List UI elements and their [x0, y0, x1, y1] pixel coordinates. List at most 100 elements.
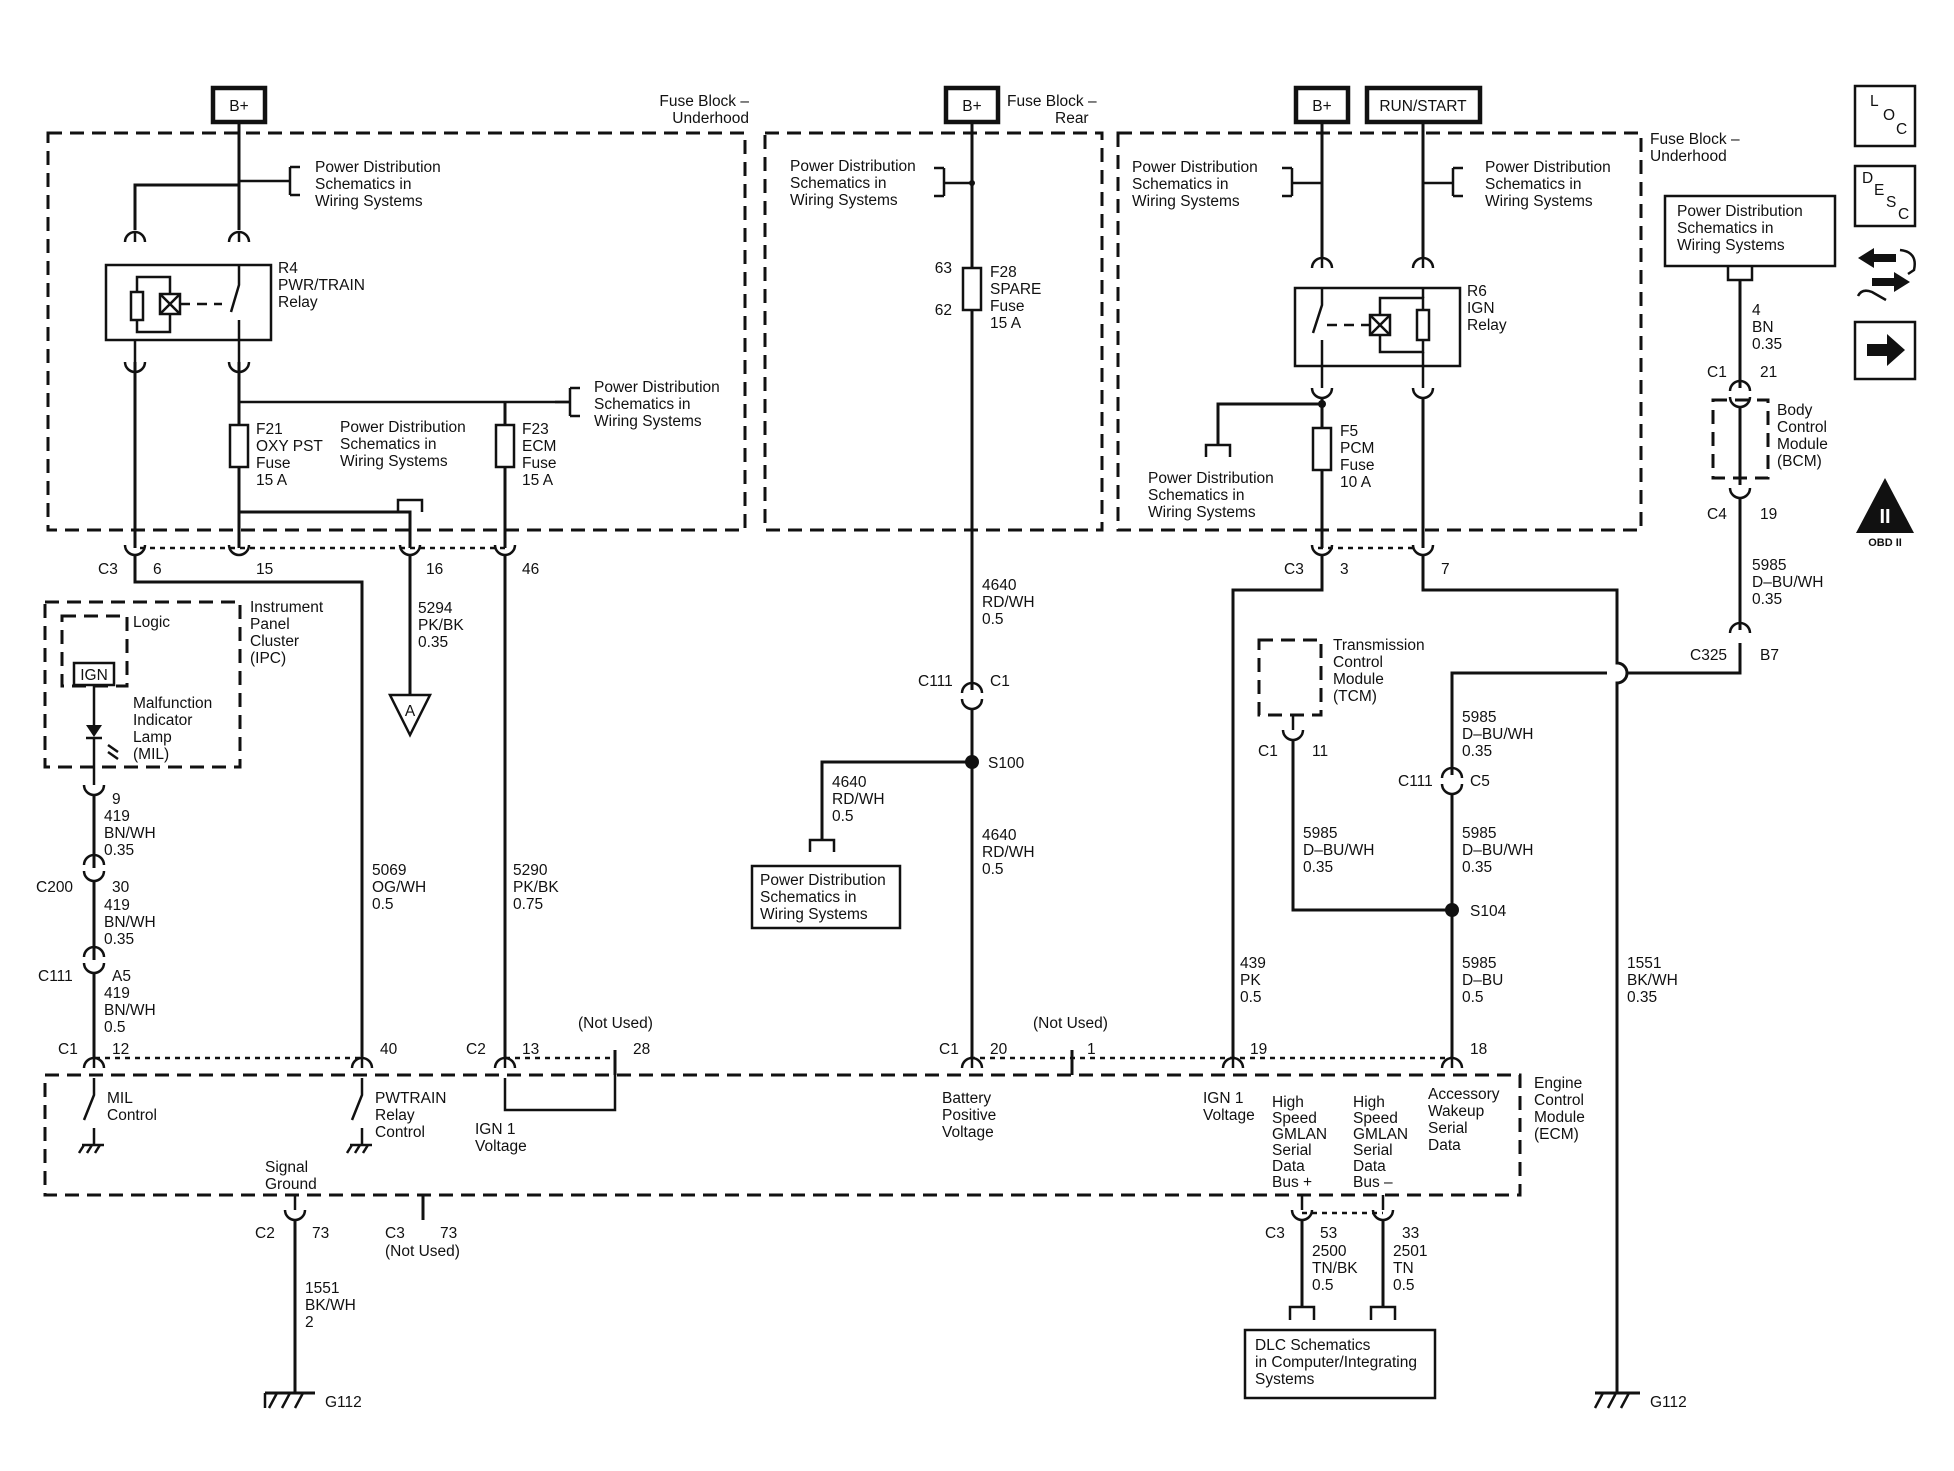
c325-label: C325	[1690, 647, 1727, 664]
svg-text:B+: B+	[962, 98, 981, 115]
f23-fuse	[494, 423, 516, 469]
desc-icon[interactable]: D E S C	[1853, 164, 1917, 228]
ecm-c1-pin-40: 40	[380, 1041, 398, 1058]
dlc-c3-label: C3	[1265, 1225, 1285, 1242]
c3-right-pin-3: 3	[1340, 561, 1349, 578]
mil-light-rays-icon	[107, 743, 119, 761]
ecm-c1b-label: C1	[939, 1041, 959, 1058]
svg-text:L: L	[1870, 93, 1879, 110]
ipc-logic-label: Logic	[133, 614, 170, 631]
wire-5985-b	[1450, 643, 1742, 775]
fuse-block-underhood-right-outline	[1116, 131, 1643, 532]
ecm-c1b-not-used: (Not Used)	[1033, 1015, 1108, 1032]
mil-control-switch	[77, 1078, 104, 1154]
fuse-block-underhood-right-title: Fuse Block –Underhood	[1650, 131, 1740, 165]
pds-branch-right	[1216, 402, 1322, 445]
c3-right-pin-7: 7	[1441, 561, 1450, 578]
c3-pin-15: 15	[256, 561, 273, 578]
ecm-c2-connector	[493, 1050, 617, 1075]
svg-text:C: C	[1896, 121, 1907, 138]
svg-text:B+: B+	[1312, 98, 1331, 115]
ecm-c2-label: C2	[466, 1041, 486, 1058]
c3-left-label: C3	[98, 561, 118, 578]
dlc-taps	[1288, 1305, 1397, 1320]
svg-text:II: II	[1879, 506, 1890, 528]
svg-text:OBD II: OBD II	[1868, 537, 1902, 549]
loc-icon[interactable]: L O C	[1853, 84, 1917, 148]
bplus-tag-right: B+	[1293, 85, 1351, 125]
mil-led-icon	[86, 725, 102, 737]
tcm-c1-connector	[1281, 729, 1305, 742]
signal-ground-connector	[283, 1195, 425, 1222]
svg-text:B+: B+	[229, 98, 248, 115]
f28-fuse	[961, 266, 983, 312]
ecm-c1b-pin-18: 18	[1470, 1041, 1487, 1058]
ipc-pin-9-connector	[82, 784, 106, 797]
c3-right-connector	[1310, 544, 1435, 557]
c111-right-pin: C5	[1470, 773, 1490, 790]
c3-pin-46: 46	[522, 561, 539, 578]
pds-ref-box-s100	[750, 864, 902, 930]
ecm-c1b-pin-1: 1	[1087, 1041, 1096, 1058]
ipc-outline	[43, 600, 242, 769]
c111-left-label: C111	[38, 968, 73, 985]
ecm-c1-label: C1	[58, 1041, 78, 1058]
run-start-tag: RUN/START	[1364, 85, 1483, 125]
dlc-pin-53: 53	[1320, 1225, 1337, 1242]
ecm-c1b-connector	[960, 1050, 1464, 1075]
svg-text:RUN/START: RUN/START	[1379, 98, 1467, 115]
next-arrow-icon[interactable]	[1853, 320, 1917, 381]
s104-label: S104	[1470, 903, 1507, 920]
bcm-c1-pin: 21	[1760, 364, 1777, 381]
c325-connector	[1728, 621, 1752, 634]
gnd-c2-label: C2	[255, 1225, 275, 1242]
c200-label: C200	[36, 879, 73, 896]
tcm-c1-label: C1	[1258, 743, 1278, 760]
offpage-a-triangle	[387, 693, 433, 738]
dlc-c3-connector	[1290, 1195, 1395, 1222]
bcm-c4-connector	[1728, 487, 1752, 500]
bplus-tag-rear: B+	[943, 85, 1001, 125]
pds-tap-s100	[808, 838, 836, 852]
pds-bracket-right-1	[1282, 166, 1322, 198]
tcm-c1-pin: 11	[1312, 743, 1328, 760]
g112-left-label: G112	[325, 1394, 362, 1411]
wrench-arrows-icon[interactable]	[1856, 248, 1916, 302]
bplus-tag-left: B+	[210, 85, 268, 125]
fuse-block-rear-outline	[763, 131, 1104, 532]
ecm-ign1-bridge	[503, 1075, 617, 1112]
svg-text:E: E	[1874, 182, 1884, 199]
r4-coil-feed	[133, 183, 239, 230]
fuse-block-rear-title: Fuse Block –Rear	[1007, 93, 1097, 127]
